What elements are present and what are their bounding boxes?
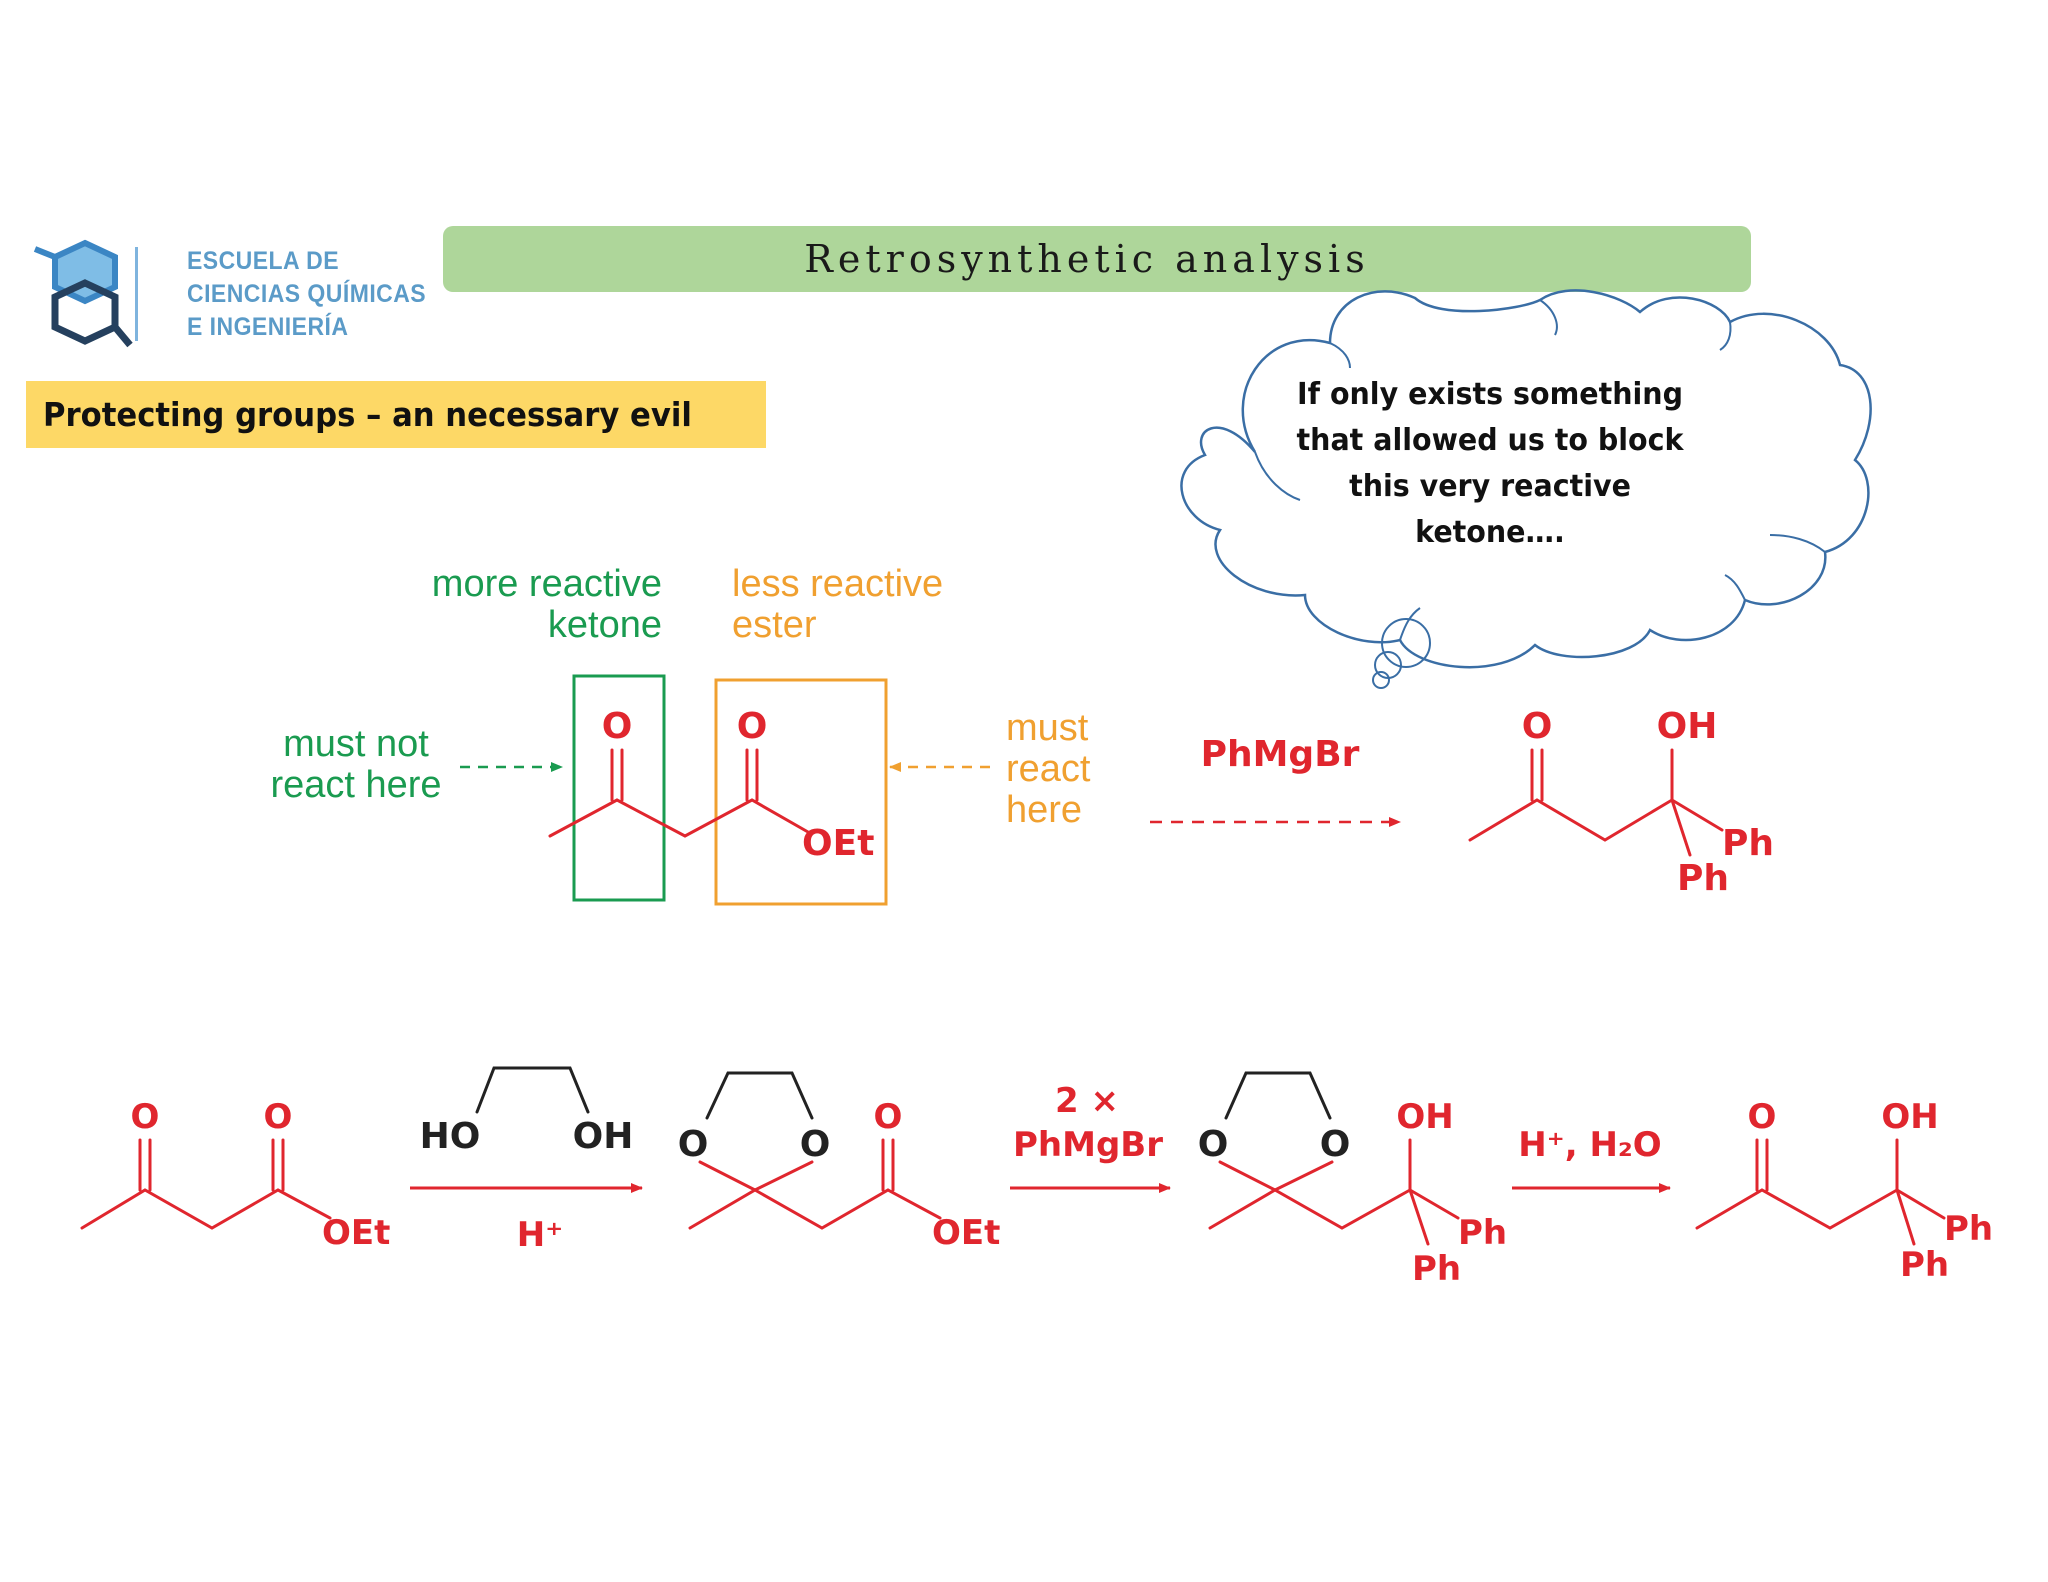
bottom-ester-oxygen: O: [264, 1097, 293, 1137]
final-product-ph-1: Ph: [1944, 1209, 1993, 1249]
cloud-outline: [1180, 289, 1872, 669]
cloud-fold-3: [1724, 574, 1746, 601]
page-title: Retrosynthetic analysis: [804, 237, 1370, 281]
acetal-alcohol-o1-bond: [1218, 1160, 1277, 1192]
acetal-ring-top-bonds: [705, 1071, 814, 1120]
final-product-ph-bond-2: [1895, 1188, 1916, 1246]
top-undesired-product: O OH Ph Ph: [1468, 706, 1774, 899]
top-ester-oxygen: O: [737, 706, 768, 747]
top-product-ph-bond-2: [1670, 798, 1692, 857]
subtitle-text: Protecting groups – an necessary evil: [43, 395, 692, 434]
bottom-ester-oet: OEt: [322, 1213, 390, 1253]
acetal-oxygen-2: O: [800, 1124, 831, 1165]
bottom-acetal-ester-molecule: O O O OEt: [678, 1071, 1000, 1253]
cloud-fold-4: [1769, 534, 1826, 553]
ketone-highlight-box: [572, 674, 666, 902]
final-product-oh: OH: [1881, 1097, 1938, 1137]
less-reactive-label-2: ester: [732, 604, 817, 646]
acetal-alcohol-chain: [1208, 1188, 1412, 1230]
top-product-ph-1: Ph: [1722, 823, 1774, 864]
thought-bubble-text: If only exists something that allowed us…: [1280, 372, 1700, 556]
top-reagent-phmgbr: PhMgBr: [1201, 734, 1360, 775]
school-logo: ESCUELA DE CIENCIAS QUÍMICAS E INGENIERÍ…: [30, 235, 426, 355]
must-label-2: react: [1006, 748, 1091, 790]
top-product-ph-2: Ph: [1677, 858, 1729, 899]
cloud-fold-1: [1254, 451, 1301, 501]
must-not-label-1: must not: [283, 723, 429, 765]
top-ester-oet: OEt: [802, 823, 874, 864]
bottom-acetal-alcohol-molecule: O O OH Ph Ph: [1198, 1071, 1507, 1289]
cloud-fold-2: [1399, 607, 1421, 641]
top-product-oxygen: O: [1522, 706, 1553, 747]
bottom-ketone-oxygen: O: [131, 1097, 160, 1137]
acetal-ester-oet: OEt: [932, 1213, 1000, 1253]
bottom-ketoester-chain: [80, 1188, 332, 1230]
logo-text-line3: E INGENIERÍA: [187, 313, 349, 341]
bottom-final-product: O OH Ph Ph: [1695, 1097, 1993, 1285]
glycol-oh: OH: [573, 1116, 634, 1157]
top-ketone-oxygen: O: [602, 706, 633, 747]
logo-divider: [135, 247, 138, 341]
top-product-ph-bond-1: [1670, 798, 1724, 832]
must-label-3: here: [1006, 789, 1082, 831]
thought-line-3: this very reactive: [1349, 469, 1631, 504]
must-label-1: must: [1006, 707, 1089, 749]
thought-line-1: If only exists something: [1297, 377, 1683, 412]
hydrolysis-reagent: H⁺, H₂O: [1518, 1125, 1661, 1165]
acetal-alcohol-ph-bond-2: [1408, 1188, 1430, 1246]
cloud-fold-7: [1329, 342, 1351, 369]
logo-text-line2: CIENCIAS QUÍMICAS: [187, 280, 427, 308]
top-ketoester-molecule: O O OEt: [548, 706, 874, 864]
thought-line-4: ketone….: [1415, 515, 1565, 550]
acetal-alcohol-oh: OH: [1396, 1097, 1453, 1137]
thought-dot-large: [1381, 618, 1431, 668]
final-product-ph-2: Ph: [1900, 1245, 1949, 1285]
must-not-label-2: react here: [270, 764, 441, 806]
grignard-reagent: PhMgBr: [1013, 1125, 1163, 1165]
acetal-alcohol-ring-top: [1224, 1071, 1332, 1120]
acetal-oxygen-1: O: [678, 1124, 709, 1165]
top-product-oh: OH: [1657, 706, 1718, 747]
acetal-ester-oxygen: O: [874, 1097, 903, 1137]
ester-highlight-box: [714, 678, 888, 906]
acetal-alcohol-ph-1: Ph: [1458, 1213, 1507, 1253]
final-product-chain: [1695, 1188, 1899, 1230]
subtitle-bar: Protecting groups – an necessary evil: [26, 381, 766, 448]
less-reactive-label-1: less reactive: [732, 563, 943, 605]
ethylene-glycol-reagent: HO OH: [420, 1066, 634, 1157]
cloud-fold-6: [1539, 299, 1558, 336]
acid-catalyst-label: H⁺: [517, 1215, 563, 1255]
cloud-fold-5: [1719, 321, 1732, 351]
top-ketoester-chain: [548, 798, 810, 838]
grignard-count: 2 ×: [1055, 1081, 1119, 1121]
top-product-chain: [1468, 798, 1674, 842]
glycol-ho: HO: [420, 1116, 481, 1157]
bottom-ketoester-molecule: O O OEt: [80, 1097, 390, 1253]
acetal-ester-chain: [688, 1188, 942, 1230]
acetal-alcohol-ph-bond-1: [1408, 1188, 1460, 1220]
more-reactive-label-2: ketone: [548, 604, 662, 646]
more-reactive-label-1: more reactive: [432, 563, 662, 605]
hexagon-logo-icon: [33, 239, 133, 348]
logo-text-line1: ESCUELA DE: [187, 247, 340, 275]
ethylene-glycol-bonds: [475, 1066, 590, 1114]
acetal-o2-bond: [753, 1160, 814, 1192]
title-bar: Retrosynthetic analysis: [443, 226, 1751, 292]
acetal-alcohol-oxygen-1: O: [1198, 1124, 1229, 1165]
final-product-oxygen: O: [1748, 1097, 1777, 1137]
thought-line-2: that allowed us to block: [1296, 423, 1684, 458]
acetal-alcohol-oxygen-2: O: [1320, 1124, 1351, 1165]
final-product-ph-bond-1: [1895, 1188, 1946, 1220]
acetal-alcohol-o2-bond: [1273, 1160, 1334, 1192]
acetal-o1-bond: [698, 1160, 757, 1192]
acetal-alcohol-ph-2: Ph: [1412, 1249, 1461, 1289]
thought-dot-small: [1372, 671, 1390, 689]
